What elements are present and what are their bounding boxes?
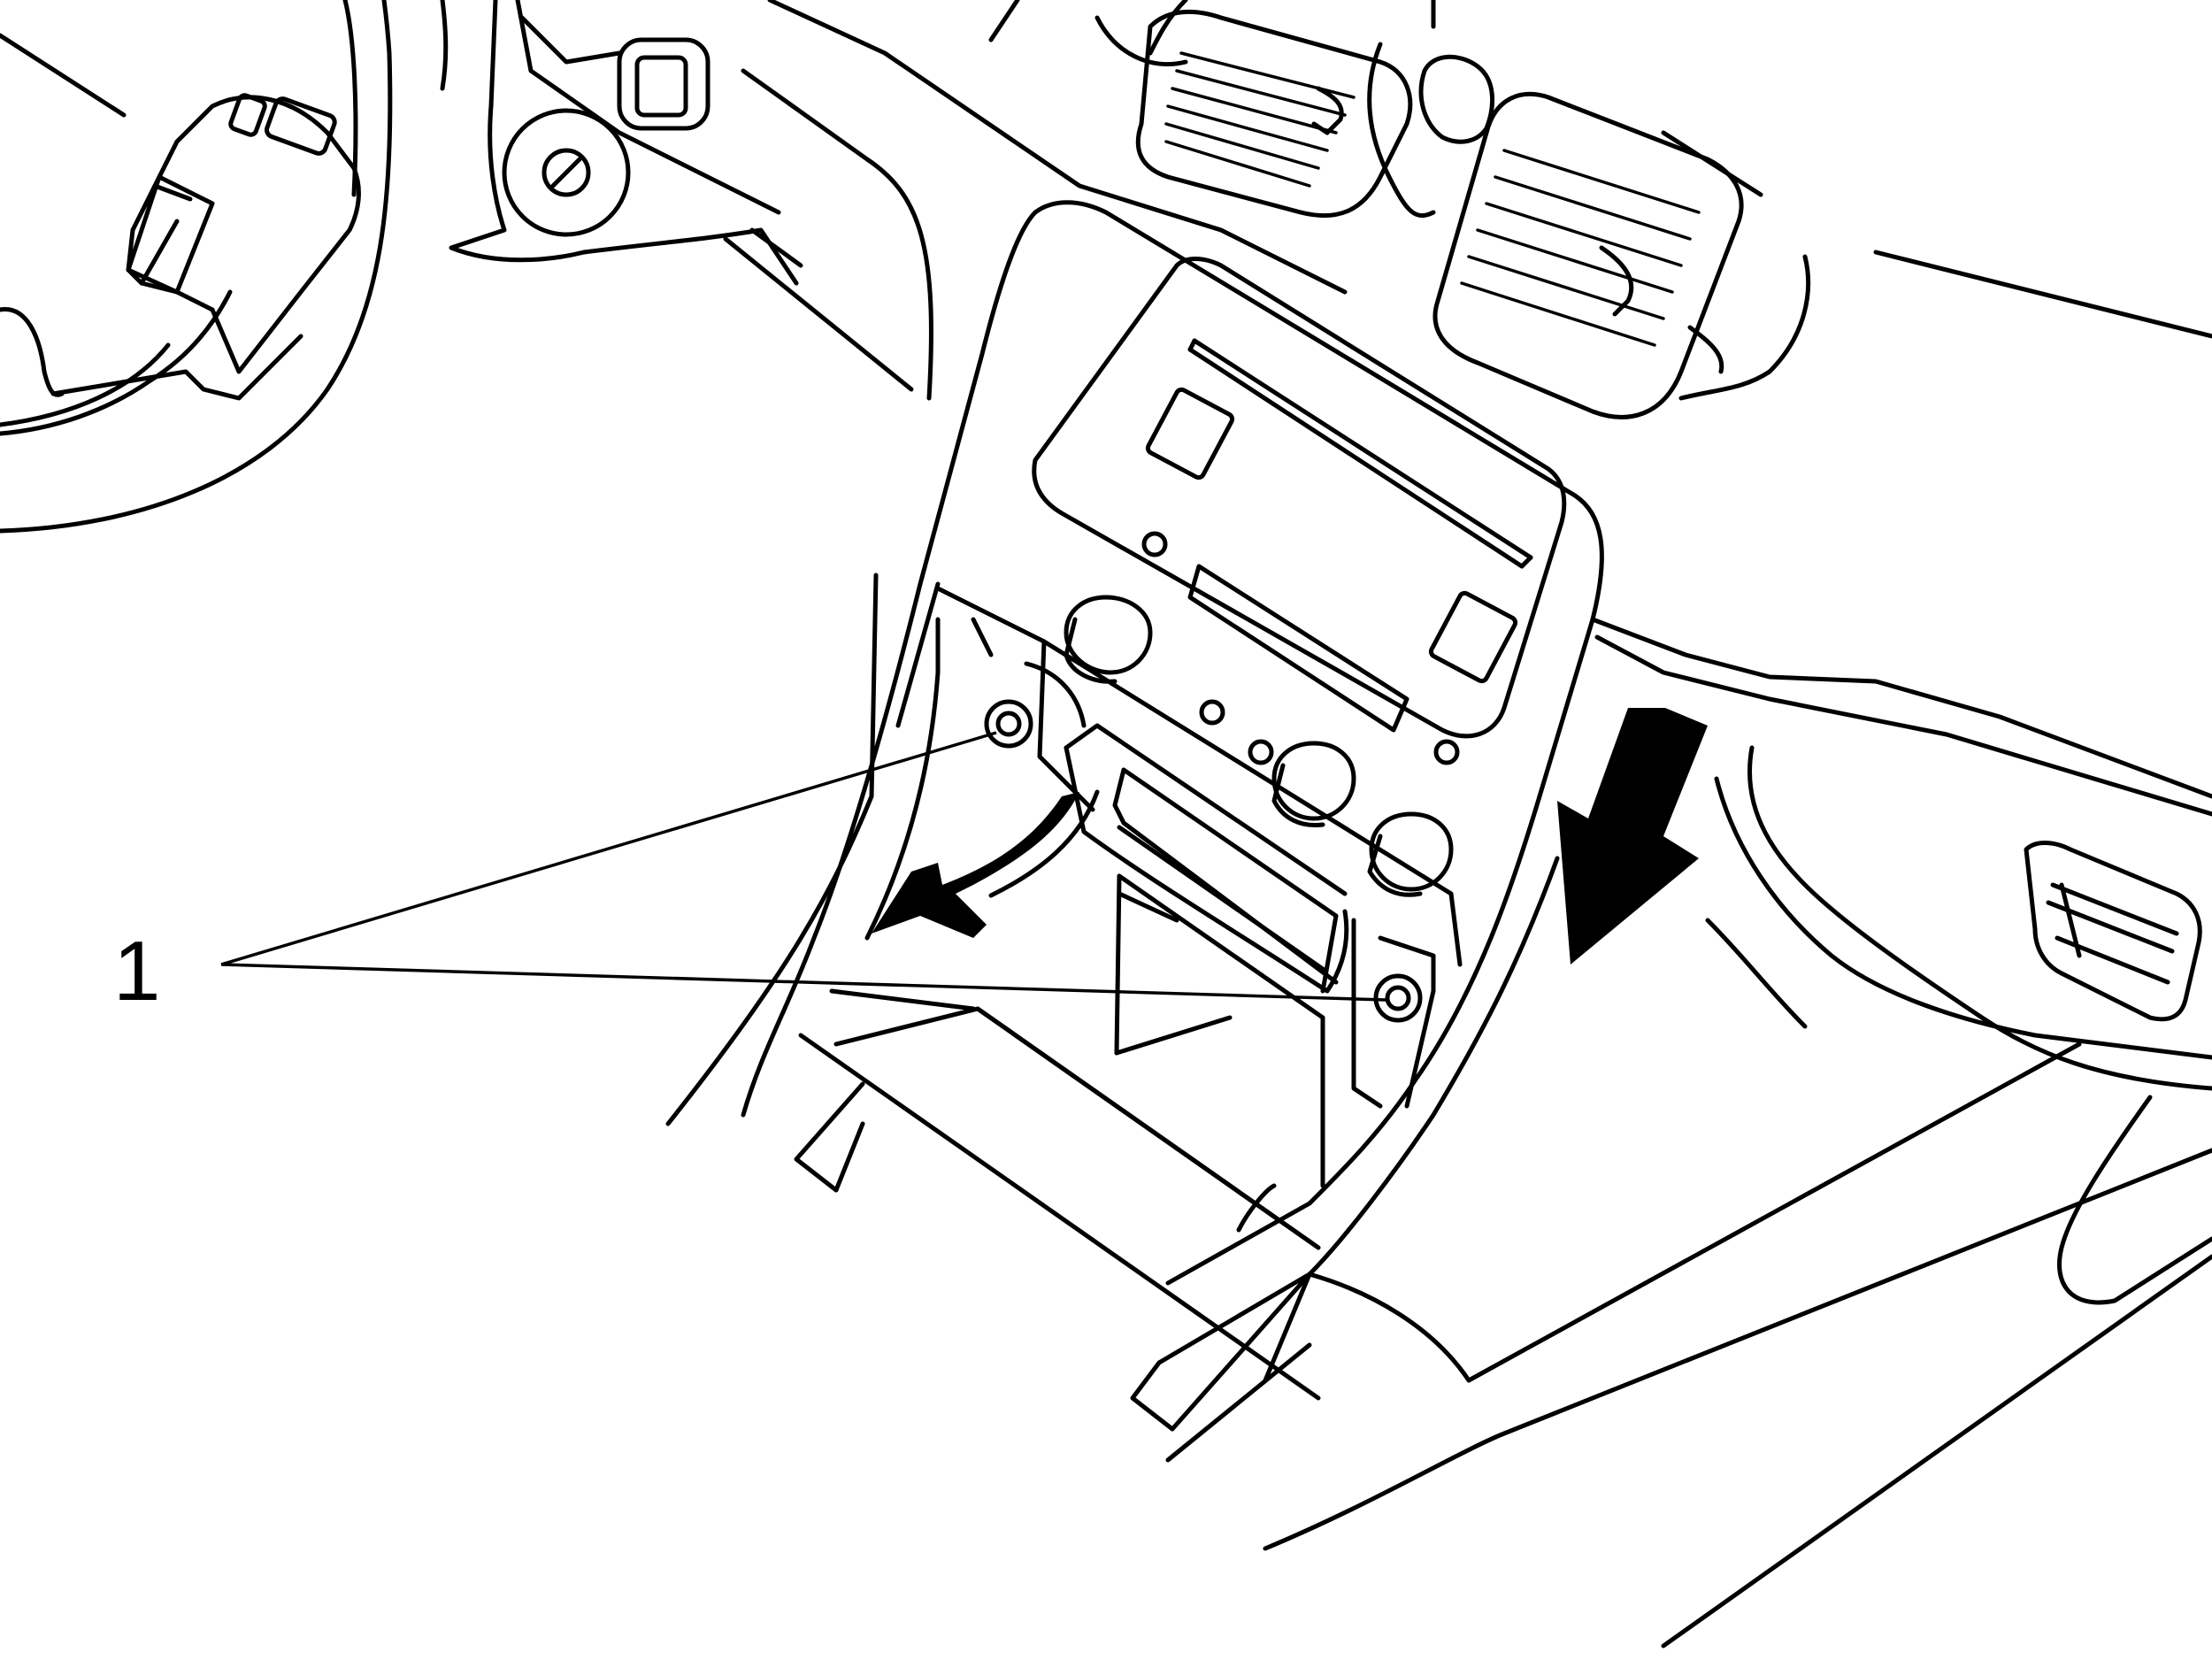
callout-1: 1 <box>113 731 1386 1018</box>
curved-arrow-icon <box>872 789 1100 938</box>
cd-slot <box>1187 347 1525 569</box>
steering-wheel <box>0 0 393 534</box>
steering-column <box>440 0 914 392</box>
leader-line-lower-screw <box>220 963 1386 1002</box>
steering-wheel-switch-panel <box>126 93 361 374</box>
audio-control-panel <box>1032 257 1567 897</box>
side-air-vent <box>2024 841 2202 1022</box>
ignition-key-slot <box>541 148 591 197</box>
callout-label: 1 <box>113 924 160 1018</box>
stalk-knob <box>617 37 710 131</box>
tuning-knob <box>1271 741 1356 828</box>
ignition-lock-ring <box>502 108 631 237</box>
lower-console <box>794 988 1321 1463</box>
volume-knob <box>1064 595 1153 684</box>
climate-knob <box>1367 811 1454 897</box>
screw-upper-left <box>984 699 1033 749</box>
center-air-vent-right <box>1432 91 1744 419</box>
center-console-surround <box>665 200 2212 1365</box>
panel-button-right <box>1428 590 1518 684</box>
passenger-dashboard <box>1263 745 2212 1648</box>
upper-dashboard <box>741 0 2212 401</box>
screw-lower-right <box>1373 973 1423 1023</box>
hazard-switch <box>1418 54 1495 144</box>
panel-button-top-left <box>1145 387 1235 480</box>
leader-line-upper-screw <box>220 731 997 966</box>
down-arrow-icon <box>1557 708 1708 964</box>
display-strip <box>1187 564 1409 733</box>
center-air-vent-left <box>1135 9 1413 219</box>
storage-compartment <box>935 586 1463 1188</box>
